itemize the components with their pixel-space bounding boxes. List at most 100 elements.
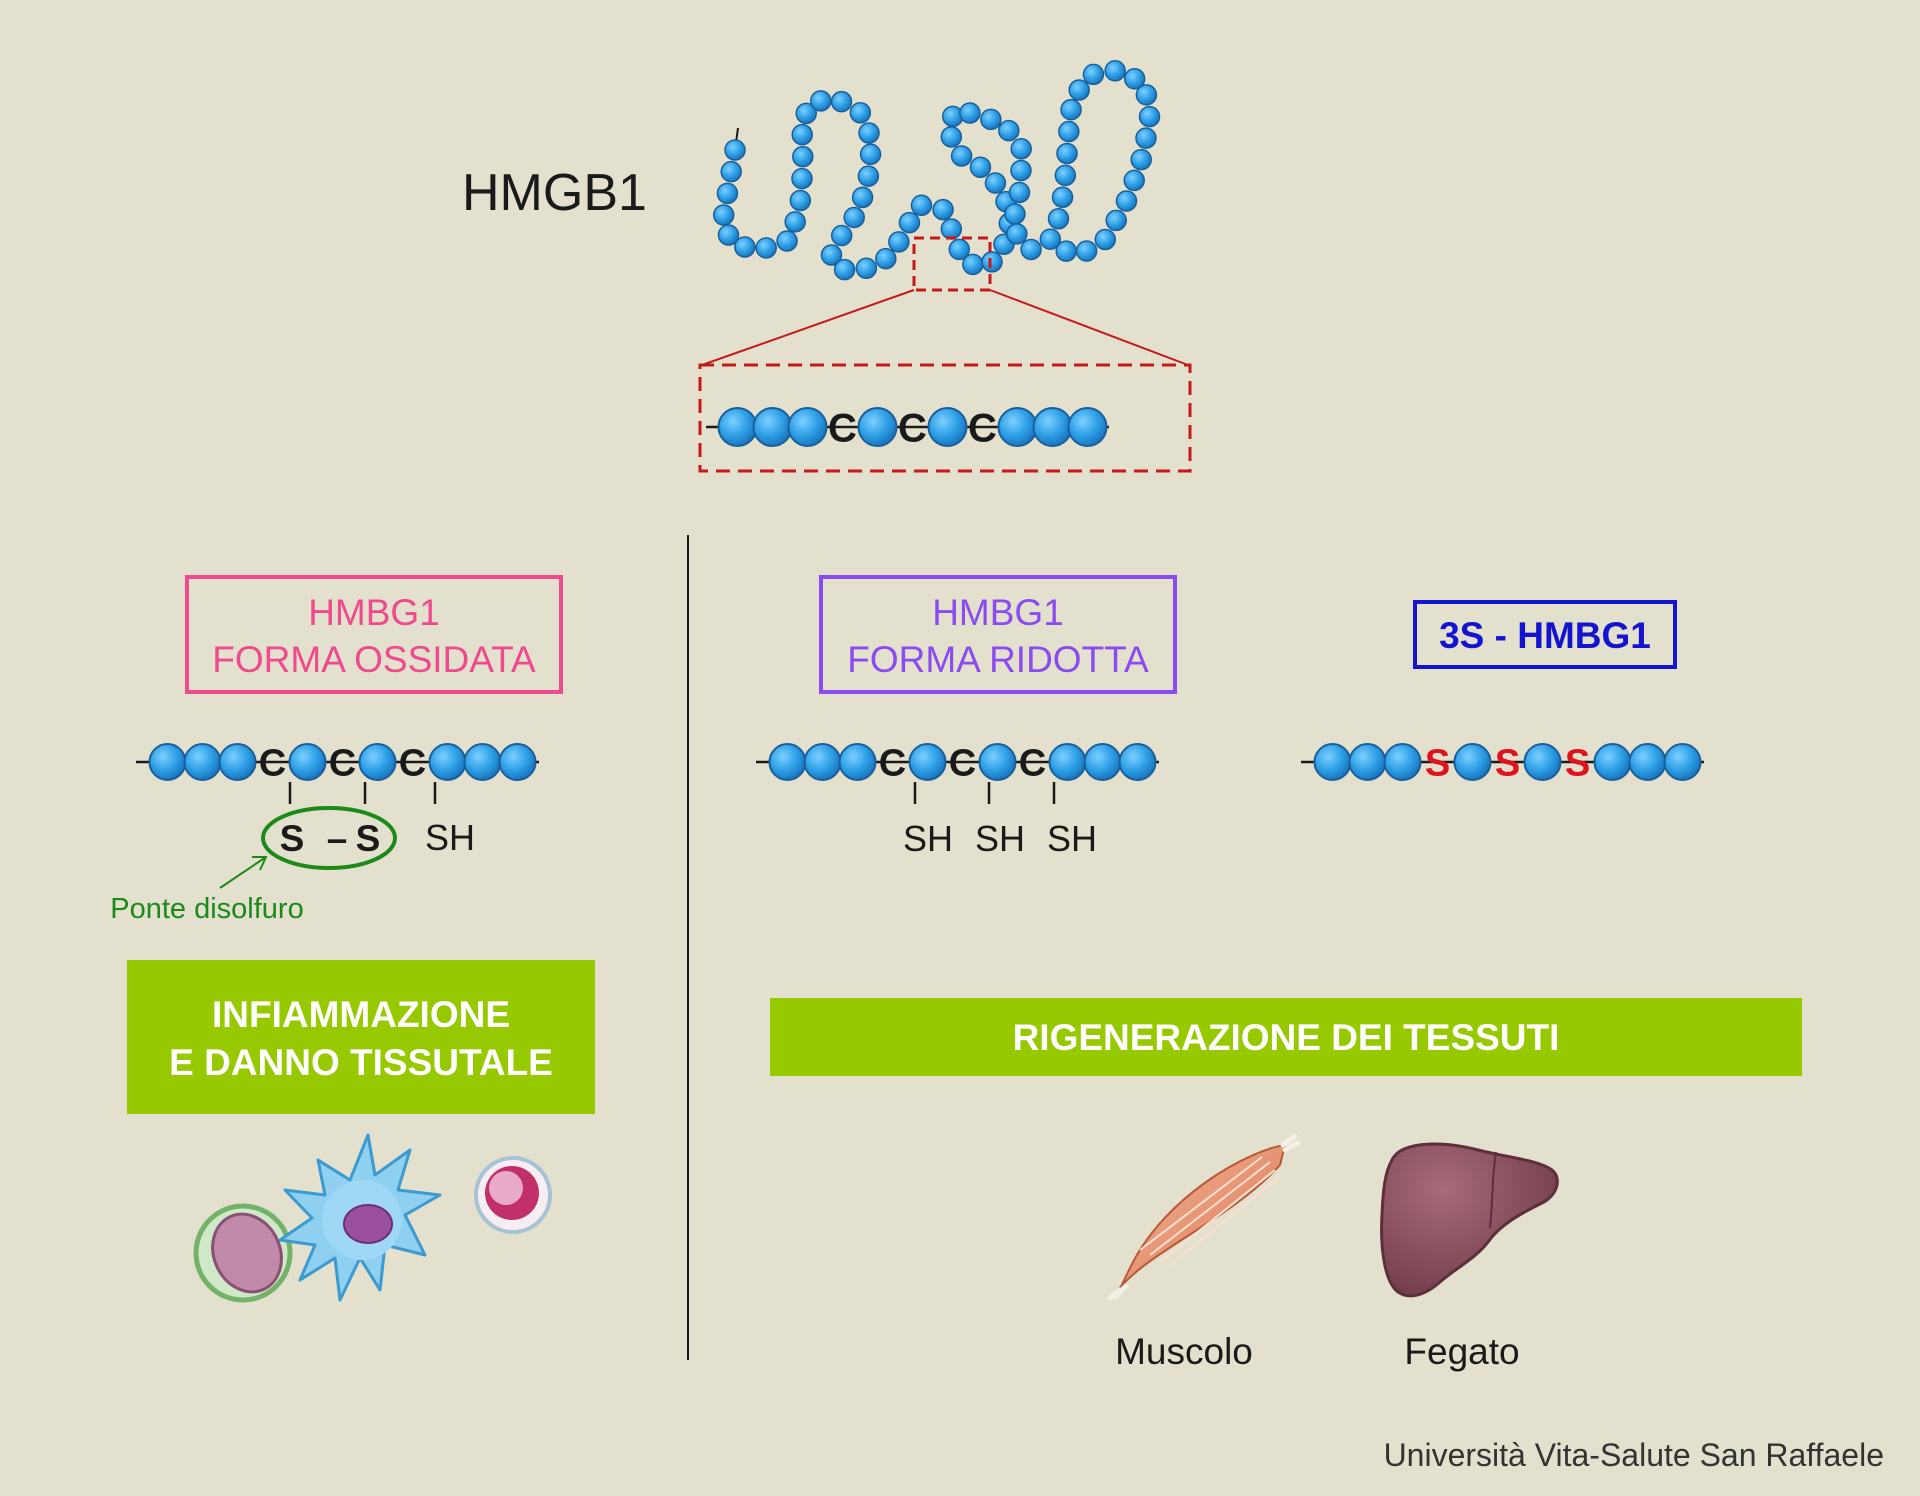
amino-acid-bead	[183, 743, 222, 781]
disulfide-bridge-ring	[261, 806, 397, 870]
chain-bead	[849, 102, 872, 124]
bridge-arrow	[219, 856, 267, 889]
amino-acid-bead	[1348, 743, 1387, 781]
reduced-title-line2: FORMA RIDOTTA	[847, 639, 1149, 680]
zoom-target-box	[698, 363, 1192, 473]
amino-acid-bead	[1083, 743, 1122, 781]
chain-bead	[830, 224, 853, 247]
amino-acid-bead	[803, 743, 842, 781]
amino-acid-bead	[1048, 743, 1087, 781]
chain-bead	[910, 194, 933, 217]
serine-residue: S	[1495, 743, 1520, 785]
zoom-line-right	[989, 289, 1189, 366]
serine-residue: S	[1425, 743, 1450, 785]
cysteine-residue: C	[259, 743, 286, 785]
chain-bead	[784, 211, 806, 233]
amino-acid-bead	[908, 743, 947, 781]
amino-acid-bead	[463, 743, 502, 781]
chain-bead	[1010, 159, 1032, 182]
amino-acid-bead	[428, 743, 467, 781]
chain-bead	[981, 251, 1003, 273]
reduced-title-box	[819, 575, 1177, 694]
zoom-source-box	[912, 236, 992, 292]
chain-bead	[734, 236, 756, 258]
amino-acid-bead	[927, 407, 968, 447]
bridge-dash: –	[327, 818, 348, 859]
thiol-label: SH	[975, 818, 1025, 859]
chain-bead	[1008, 181, 1031, 204]
chain-bead	[962, 253, 984, 276]
cysteine-residue: C	[898, 406, 927, 450]
reduced-title-line1: HMBG1	[932, 592, 1064, 633]
oxidized-title-box	[185, 575, 563, 694]
liver-illustration	[1380, 1142, 1559, 1298]
chain-bead	[830, 90, 853, 113]
chain-bead	[1020, 238, 1042, 261]
chain-bead	[998, 119, 1020, 142]
chain-bead	[898, 211, 921, 234]
amino-acid-bead	[1663, 743, 1702, 781]
chain-bead	[948, 238, 971, 261]
chain-bead	[833, 258, 856, 281]
amino-acid-bead	[288, 743, 327, 781]
chain-bead	[1010, 138, 1032, 160]
chain-bead	[820, 244, 843, 266]
amino-acid-bead	[752, 407, 793, 447]
chain-bead	[1060, 98, 1082, 121]
chain-bead	[875, 247, 897, 270]
chain-bead	[843, 206, 865, 229]
three-s-title: 3S - HMBG1	[1439, 615, 1651, 656]
chain-bead	[1094, 228, 1117, 251]
thiol-label: SH	[903, 818, 953, 859]
chain-bead	[776, 230, 798, 252]
chain-bead	[1006, 223, 1028, 245]
chain-bead	[716, 182, 739, 205]
amino-acid-bead	[1313, 743, 1352, 781]
cysteine-residue: C	[879, 743, 906, 785]
regeneration-box	[770, 998, 1802, 1076]
zoom-line-left	[701, 289, 915, 366]
chain-bead	[857, 165, 880, 187]
chain-bead	[969, 156, 992, 179]
amino-acid-bead	[857, 407, 898, 447]
inflammation-line2: E DANNO TISSUTALE	[169, 1042, 553, 1083]
bridge-caption: Ponte disolfuro	[110, 893, 303, 925]
amino-acid-bead	[218, 743, 257, 781]
chain-bead	[795, 102, 817, 125]
chain-bead	[1105, 209, 1127, 232]
amino-acid-bead	[1523, 743, 1562, 781]
chain-bead	[855, 257, 878, 280]
inflammation-line1: INFIAMMAZIONE	[212, 994, 510, 1035]
chain-bead	[1039, 228, 1062, 250]
chain-bead	[1104, 60, 1126, 82]
protein-chain	[712, 60, 1161, 281]
amino-acid-bead	[787, 407, 828, 447]
chain-bead	[980, 108, 1002, 131]
chain-bead	[1054, 164, 1077, 187]
chain-bead	[1055, 240, 1077, 262]
chain-bead	[810, 90, 832, 112]
amino-acid-bead	[498, 743, 537, 781]
amino-acid-bead	[717, 407, 758, 447]
chain-bead	[1138, 105, 1161, 128]
amino-acid-bead	[838, 743, 877, 781]
chain-bead	[1068, 79, 1090, 101]
cysteine-residue: C	[828, 406, 857, 450]
inflammation-box	[127, 960, 595, 1114]
amino-acid-bead	[1067, 407, 1108, 447]
bridge-sulfur-1: S	[280, 818, 305, 859]
chain-bead	[1135, 84, 1158, 106]
thiol-label: SH	[425, 817, 475, 858]
muscle-label: Muscolo	[1115, 1331, 1253, 1372]
immune-cells-illustration	[193, 1133, 552, 1303]
chain-bead	[1056, 142, 1078, 165]
bridge-arrowhead	[252, 856, 268, 871]
chain-bead	[1135, 127, 1157, 149]
regeneration-label: RIGENERAZIONE DEI TESSUTI	[1013, 1017, 1560, 1058]
bridge-sulfur-2: S	[356, 818, 381, 859]
chain-bead	[1004, 203, 1026, 225]
chain-bead	[789, 189, 812, 212]
amino-acid-bead	[768, 743, 807, 781]
chain-bead	[717, 224, 740, 246]
